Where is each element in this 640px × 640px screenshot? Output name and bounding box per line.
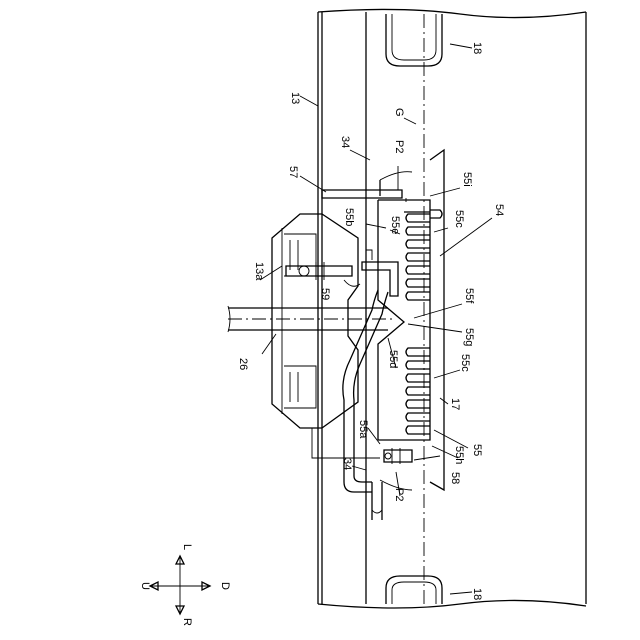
compass-label-l: L xyxy=(181,544,193,550)
label-13: 13 xyxy=(289,92,301,104)
fin xyxy=(406,266,430,274)
label-55d: 55d xyxy=(387,350,399,368)
label-26: 26 xyxy=(237,358,249,370)
compass-label-u: U xyxy=(139,582,151,590)
label-55g: 55g xyxy=(463,328,475,346)
fin xyxy=(406,400,430,408)
compass-label-d: D xyxy=(219,582,231,590)
label-18-top: 18 xyxy=(471,42,483,54)
fin xyxy=(406,253,430,261)
label-g: G xyxy=(393,108,405,117)
fin xyxy=(406,348,430,356)
label-55c-top: 55c xyxy=(453,210,465,228)
label-55e: 55e xyxy=(389,216,401,234)
label-57: 57 xyxy=(287,166,299,178)
label-p2-top: P2 xyxy=(393,140,405,153)
label-55b: 55b xyxy=(343,208,355,226)
label-55i: 55i xyxy=(461,172,473,187)
roller-18-top xyxy=(386,14,442,66)
fin xyxy=(406,240,430,248)
fin xyxy=(406,413,430,421)
compass-label-r: R xyxy=(181,618,193,626)
label-p2-bottom: P2 xyxy=(393,488,405,501)
label-55c-bottom: 55c xyxy=(459,354,471,372)
label-55f: 55f xyxy=(463,288,475,304)
bolt-58 xyxy=(384,448,412,464)
roller-18-bottom xyxy=(386,576,442,604)
fin xyxy=(406,361,430,369)
shaft-26 xyxy=(228,306,395,332)
label-55a: 55a xyxy=(357,420,369,439)
label-17: 17 xyxy=(449,398,461,410)
label-34-top: 34 xyxy=(339,136,351,148)
fin xyxy=(406,279,430,287)
rail-frame-13 xyxy=(318,9,586,608)
fin xyxy=(406,426,430,434)
label-55: 55 xyxy=(471,444,483,456)
fin xyxy=(406,227,430,235)
fin xyxy=(406,387,430,395)
direction-compass xyxy=(150,556,210,614)
plate-57 xyxy=(300,176,402,198)
label-13a: 13a xyxy=(253,262,265,281)
fin xyxy=(406,214,430,222)
label-34-bottom: 34 xyxy=(341,458,353,470)
label-18-bottom: 18 xyxy=(471,588,483,600)
heat-sink-55 xyxy=(378,198,442,440)
label-54: 54 xyxy=(493,204,505,216)
fin xyxy=(406,374,430,382)
label-58: 58 xyxy=(449,472,461,484)
casing-54-17 xyxy=(380,150,444,490)
label-55h: 55h xyxy=(453,446,465,464)
label-59: 59 xyxy=(319,288,331,300)
fin xyxy=(406,292,430,300)
